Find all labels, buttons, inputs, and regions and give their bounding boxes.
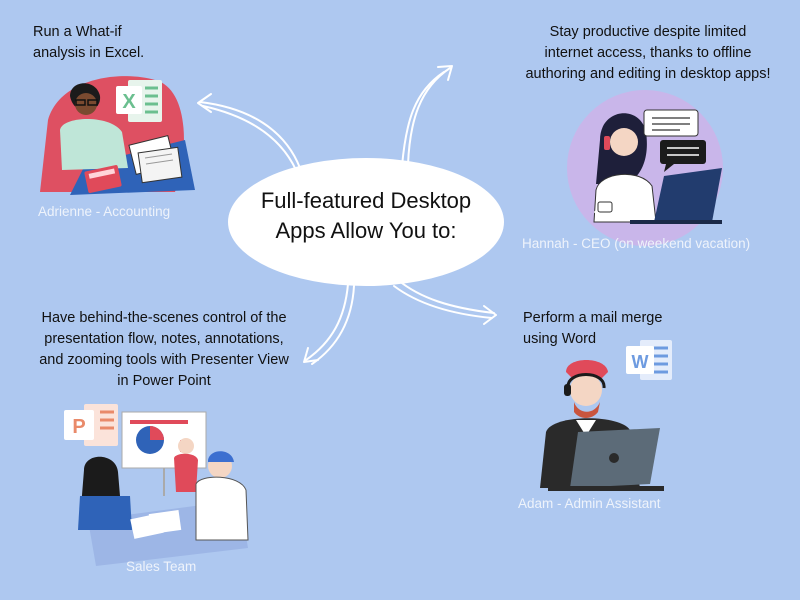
excel-icon: X bbox=[116, 80, 162, 122]
arrow-to-word bbox=[393, 279, 497, 325]
powerpoint-text-line-1: Have behind-the-scenes control of the bbox=[41, 310, 287, 326]
svg-text:X: X bbox=[122, 91, 136, 113]
chat-bubbles-icon bbox=[643, 109, 706, 172]
arrow-to-offline bbox=[401, 65, 453, 167]
excel-text-line-1: Run a What-if bbox=[33, 24, 122, 40]
svg-text:W: W bbox=[632, 352, 649, 372]
word-text-line-1: Perform a mail merge bbox=[523, 310, 663, 326]
offline-caption: Hannah - CEO (on weekend vacation) bbox=[522, 236, 751, 251]
laptop-icon bbox=[630, 168, 722, 224]
offline-text-line-1: Stay productive despite limited bbox=[549, 24, 747, 40]
word-text-line-2: using Word bbox=[523, 331, 597, 347]
excel-text-line-2: analysis in Excel. bbox=[33, 45, 145, 61]
powerpoint-caption: Sales Team bbox=[126, 559, 197, 574]
center-title: Full-featured Desktop Apps Allow You to: bbox=[232, 186, 500, 246]
arrow-to-excel bbox=[197, 93, 301, 171]
papers-icon bbox=[128, 135, 183, 184]
svg-text:P: P bbox=[72, 416, 85, 438]
powerpoint-text-line-3: and zooming tools with Presenter View bbox=[39, 352, 289, 368]
laptop-icon-word bbox=[548, 428, 664, 491]
word-node-text: Perform a mail merge using Word bbox=[523, 308, 662, 350]
arrow-to-powerpoint bbox=[303, 283, 355, 365]
powerpoint-text-line-2: presentation flow, notes, annotations, bbox=[44, 331, 284, 347]
offline-text-line-2: internet access, thanks to offline bbox=[544, 45, 752, 61]
powerpoint-node-text: Have behind-the-scenes control of the pr… bbox=[14, 308, 314, 392]
center-title-line-1: Full-featured Desktop bbox=[260, 188, 472, 213]
excel-caption: Adrienne - Accounting bbox=[38, 204, 171, 219]
powerpoint-text-line-4: in Power Point bbox=[117, 373, 211, 389]
excel-node-text: Run a What-if analysis in Excel. bbox=[33, 22, 144, 64]
center-ellipse bbox=[228, 158, 504, 286]
coffee-cup-icon bbox=[594, 201, 618, 215]
word-caption: Adam - Admin Assistant bbox=[518, 496, 661, 511]
center-title-line-2: Apps Allow You to: bbox=[275, 218, 457, 243]
offline-text-line-3: authoring and editing in desktop apps! bbox=[525, 66, 771, 82]
calculator-icon bbox=[84, 165, 122, 193]
word-icon: W bbox=[626, 340, 672, 380]
powerpoint-icon: P bbox=[64, 404, 118, 446]
offline-node-text: Stay productive despite limited internet… bbox=[500, 22, 796, 85]
